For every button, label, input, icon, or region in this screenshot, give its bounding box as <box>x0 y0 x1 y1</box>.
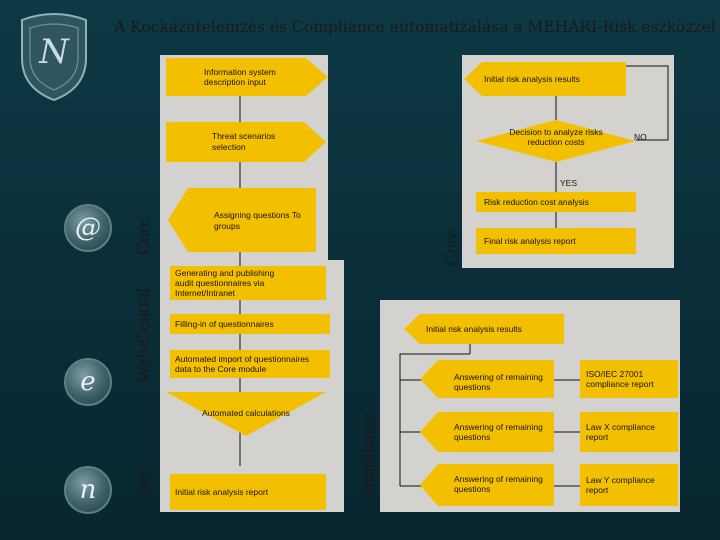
publishing-label: Generating and publishing audit question… <box>175 268 275 298</box>
lawy-report-label: Law Y compliance report <box>586 475 655 495</box>
calculations-label: Automated calculations <box>202 408 290 418</box>
reduction-cost-label: Risk reduction cost analysis <box>484 197 589 207</box>
lawx-report-label: Law X compliance report <box>586 422 655 442</box>
info-input-label: Information system description input <box>204 67 276 87</box>
answering-label-2: Answering of remaining questions <box>454 422 543 442</box>
calculations-box: Automated calculations <box>166 392 326 436</box>
final-report-label: Final risk analysis report <box>484 236 576 246</box>
iso-report-box: ISO/IEC 27001 compliance report <box>580 360 678 398</box>
assigning-box: Assigning questions To groups <box>168 188 316 252</box>
answering-label-3: Answering of remaining questions <box>454 474 543 494</box>
initial-results-mid-box: Initial risk analysis results <box>404 314 564 344</box>
iso-report-label: ISO/IEC 27001 compliance report <box>586 369 654 389</box>
decision-box: Decision to analyze risks reduction cost… <box>476 120 636 162</box>
answering-label-1: Answering of remaining questions <box>454 372 543 392</box>
info-input-box: Information system description input <box>166 58 328 96</box>
lawy-report-box: Law Y compliance report <box>580 464 678 506</box>
assigning-label: Assigning questions To groups <box>214 210 301 231</box>
decision-label: Decision to analyze risks reduction cost… <box>509 127 603 147</box>
initial-report-box: Initial risk analysis report <box>170 474 326 510</box>
answering-box-3: Answering of remaining questions <box>420 464 554 506</box>
import-box: Automated import of questionnaires data … <box>170 350 330 378</box>
logo-letter: N <box>39 32 69 72</box>
answering-box-1: Answering of remaining questions <box>420 360 554 398</box>
e-letter-icon: e <box>64 358 112 406</box>
initial-report-label: Initial risk analysis report <box>175 487 269 497</box>
final-report-box: Final risk analysis report <box>476 228 636 254</box>
initial-results-mid-label: Initial risk analysis results <box>426 324 522 334</box>
yes-label: YES <box>560 178 578 188</box>
at-sign-icon: @ <box>64 204 112 252</box>
page-title: A Kockázatelemzés és Compliance automati… <box>114 18 716 36</box>
initial-results-top-box: Initial risk analysis results <box>464 62 626 96</box>
shield-logo-icon: N <box>14 10 94 102</box>
threat-selection-box: Threat scenarios selection <box>166 122 326 162</box>
filling-label: Filling-in of questionnaires <box>175 319 274 329</box>
answering-box-2: Answering of remaining questions <box>420 412 554 452</box>
lawx-report-box: Law X compliance report <box>580 412 678 452</box>
initial-results-top-label: Initial risk analysis results <box>484 74 580 84</box>
threat-selection-label: Threat scenarios selection <box>212 131 276 152</box>
no-label: NO <box>634 132 647 142</box>
filling-box: Filling-in of questionnaires <box>170 314 330 334</box>
import-label: Automated import of questionnaires data … <box>175 354 310 374</box>
n-letter-icon: n <box>64 466 112 514</box>
publishing-box: Generating and publishing audit question… <box>170 266 326 300</box>
reduction-cost-box: Risk reduction cost analysis <box>476 192 636 212</box>
